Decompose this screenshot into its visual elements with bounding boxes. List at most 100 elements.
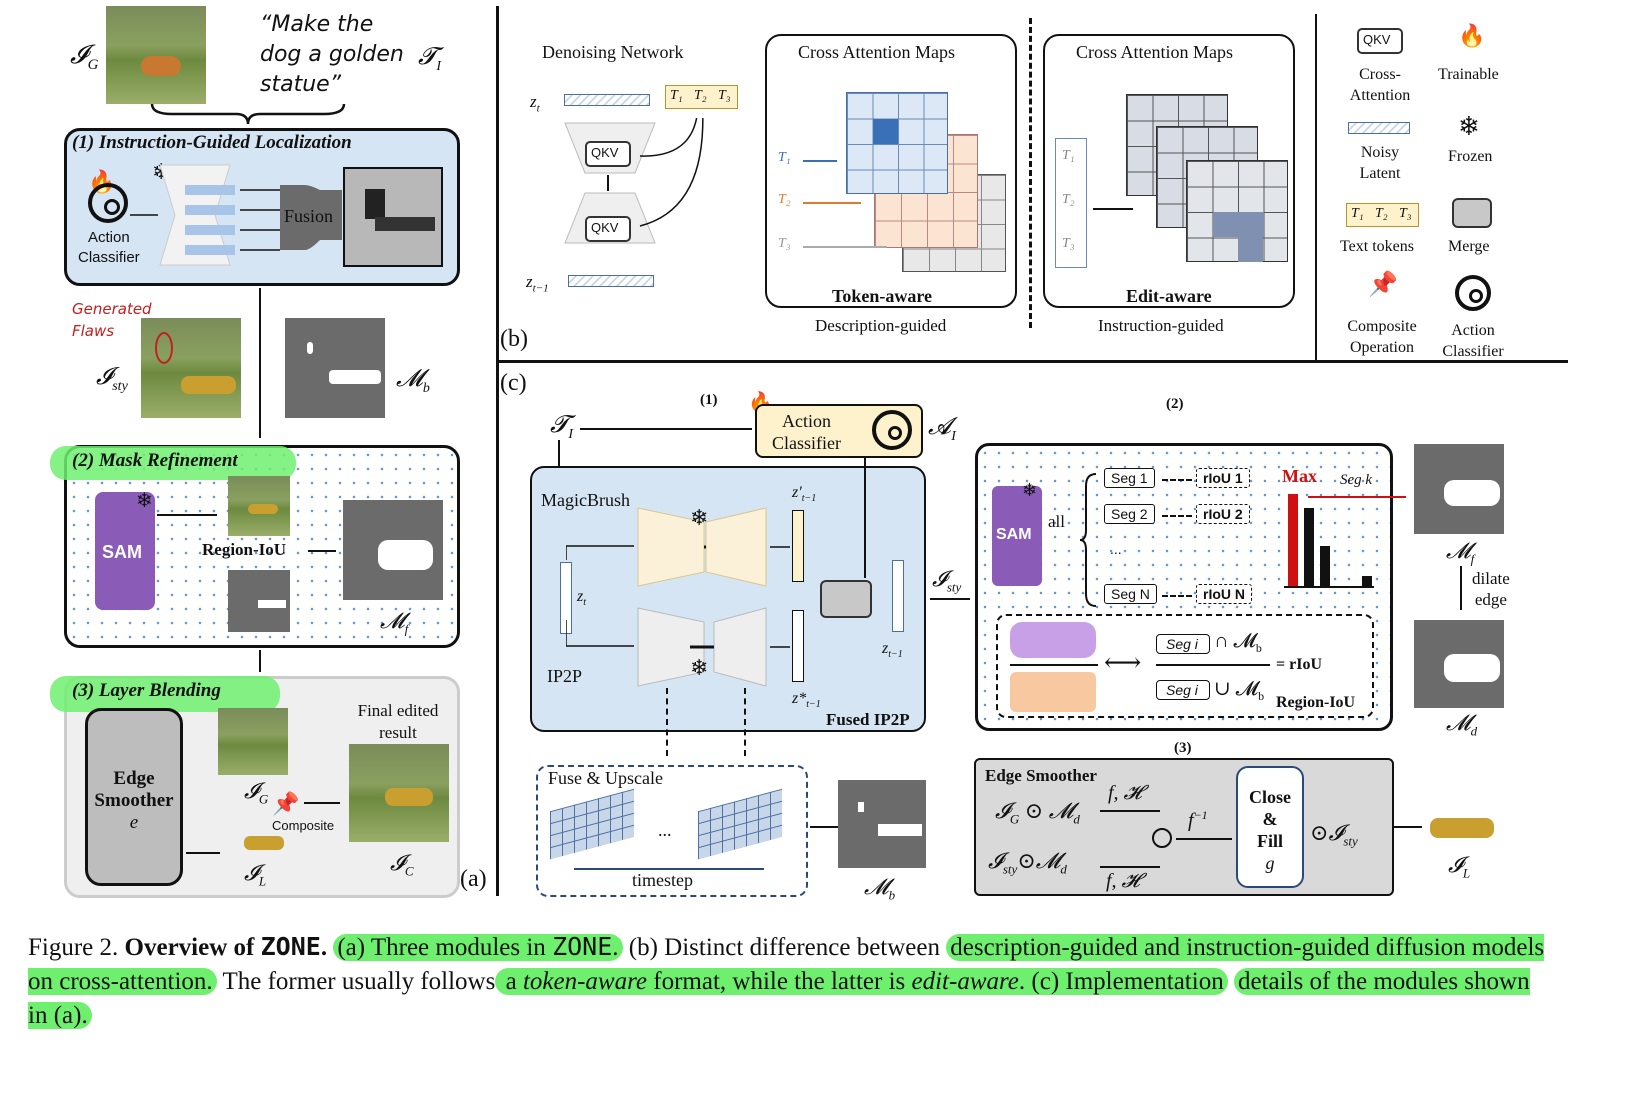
row2-line <box>1100 866 1160 868</box>
stack-ellipsis: ... <box>658 820 672 840</box>
sam-label: SAM <box>102 542 142 562</box>
mb-symbol: 𝓜b <box>396 366 430 396</box>
instruction-symbol: 𝓣I <box>418 44 442 74</box>
segment-image <box>228 476 290 536</box>
instruction-guided: Instruction-guided <box>1098 316 1224 335</box>
arrow-t2 <box>803 202 861 204</box>
arrow-to-step2 <box>930 598 970 600</box>
c-all-label: all <box>1048 512 1065 531</box>
qkv-label-1: QKV <box>591 145 619 160</box>
qkv-label-2: QKV <box>591 220 619 235</box>
fusion-label: Fusion <box>284 206 334 226</box>
mb-snowflake-icon: ❄ <box>690 506 709 531</box>
edit-t3: T₃ <box>1062 236 1075 251</box>
arrow-t1 <box>803 160 837 162</box>
seg-arrow <box>1162 595 1192 597</box>
zt-label: zt <box>530 92 540 115</box>
c-il-dog <box>1430 818 1494 838</box>
step2-label: (2) <box>1166 396 1184 412</box>
module3-title: (3) Layer Blending <box>72 680 221 701</box>
c-mb-mask <box>838 780 926 868</box>
arrow-ai-merge <box>864 458 866 578</box>
fuse-upscale-label: Fuse & Upscale <box>548 768 663 788</box>
legend-noisy-latent <box>1348 122 1410 134</box>
panel-b-tag: (b) <box>500 326 528 352</box>
brace-top <box>150 103 346 125</box>
zout-bar <box>892 560 904 632</box>
bar-2 <box>1304 508 1314 586</box>
sty-symbol: 𝓘sty <box>96 364 128 394</box>
divider-horizontal <box>498 360 1568 363</box>
c-il-symbol: 𝓘L <box>1448 852 1471 881</box>
c-action-classifier-icon <box>872 410 912 450</box>
zout-label: zt−1 <box>882 640 903 661</box>
c-sty-symbol: 𝓘sty <box>932 566 962 595</box>
dashed-arrow-1 <box>666 688 668 756</box>
attn-map-blue <box>846 92 948 194</box>
fh-label-2: f, 𝓗 <box>1106 870 1140 892</box>
ai-symbol: 𝓐I <box>928 414 956 444</box>
arrow-f-inv <box>1176 838 1232 840</box>
arrow-t3 <box>803 246 887 248</box>
close-fill-block <box>1236 766 1304 888</box>
region-iou-c: Region-IoU <box>1276 694 1356 711</box>
inset-shape-1 <box>1010 622 1096 658</box>
riou-box: rIoU N <box>1196 584 1252 604</box>
arrow-composite <box>304 802 340 804</box>
out-sty-expr: ⊙𝓘sty <box>1310 820 1358 849</box>
legend-composite-icon: 📌 <box>1368 270 1398 298</box>
ip2p-label: IP2P <box>547 666 583 686</box>
eq-riou: = rIoU <box>1276 656 1322 673</box>
legend-action-classifier-icon <box>1455 275 1491 311</box>
action-classifier-icon <box>88 183 128 223</box>
legend-cross-attention: Cross-Attention <box>1349 66 1411 104</box>
legend-fire-icon: 🔥 <box>1458 24 1486 49</box>
token-strip <box>665 85 738 109</box>
caption-fig: Figure 2. <box>28 934 119 961</box>
zstar-label: z*t−1 <box>792 690 821 711</box>
description-guided: Description-guided <box>815 316 947 335</box>
figure-caption: Figure 2. Overview of ZONE. (a) Three mo… <box>28 930 1553 1033</box>
instruction-text: “Make the dog a golden statue” <box>260 12 404 97</box>
c-mb-symbol: 𝓜b <box>864 874 896 903</box>
edit-map-3 <box>1186 160 1288 262</box>
il-dog <box>244 836 284 850</box>
c-md-symbol: 𝓜d <box>1446 710 1478 739</box>
edit-t2: T₂ <box>1062 192 1075 207</box>
legend-text-tokens-block <box>1346 203 1419 227</box>
mf-mask <box>343 500 443 600</box>
seg-i-label-2: Seg i <box>1166 682 1198 698</box>
zprime-label: z′t−1 <box>792 484 817 505</box>
inset-double-arrow: ⟷ <box>1104 648 1142 678</box>
divider-b-dashed <box>1029 18 1032 328</box>
magicbrush-label: MagicBrush <box>541 490 630 510</box>
dashed-arrow-2 <box>744 688 746 756</box>
ip2p-snowflake-icon: ❄ <box>690 656 709 681</box>
timestep-label: timestep <box>632 870 693 890</box>
minus-circle <box>1152 828 1172 848</box>
edge-smoother-block <box>85 708 183 886</box>
row1-line <box>1100 810 1160 812</box>
zprime-bar <box>792 510 804 582</box>
seg-i-box-1 <box>1156 634 1210 654</box>
edit-t1: T₁ <box>1062 148 1075 163</box>
composite-icon: 📌 <box>272 792 300 817</box>
denoising-net <box>564 118 704 244</box>
seg-box: Seg N <box>1104 584 1157 604</box>
arrow-sam-region <box>157 514 217 516</box>
arrow-dilate <box>1460 566 1462 610</box>
step3-label: (3) <box>1174 740 1192 756</box>
segment-mask <box>228 570 290 632</box>
merge-block <box>820 580 872 618</box>
fused-ip2p-label: Fused IP2P <box>826 710 910 729</box>
qkv-block-1 <box>585 141 631 167</box>
classifier-network <box>130 164 342 266</box>
legend-qkv-block <box>1357 28 1403 54</box>
